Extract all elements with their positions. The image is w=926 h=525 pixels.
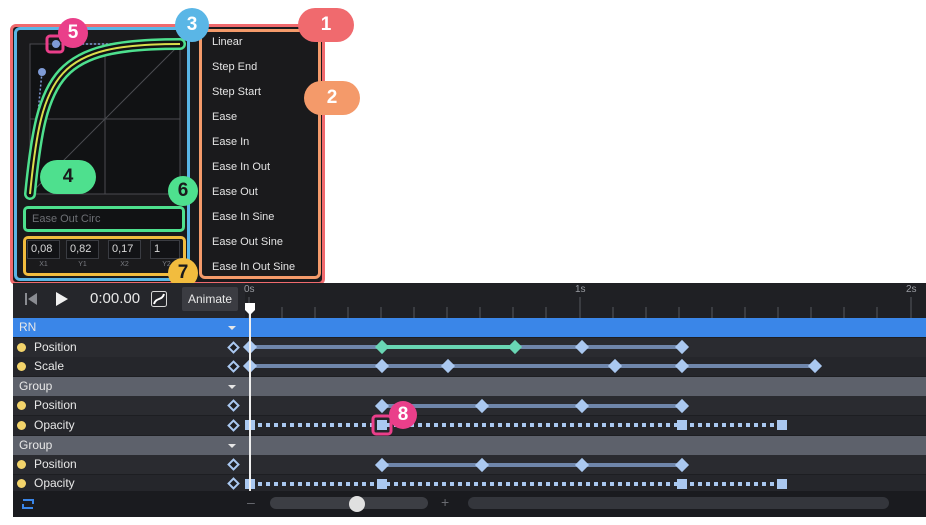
group-label-group: Group [19,379,53,393]
callout-badge-6: 6 [168,176,198,206]
playhead-line[interactable] [249,305,251,491]
x2-label: X2 [120,261,129,268]
preset-ease-in-sine[interactable]: Ease In Sine [212,211,275,223]
group-row-group[interactable] [13,436,926,455]
track-label-scale: Scale [34,359,65,373]
preset-ease-in[interactable]: Ease In [212,136,250,148]
preset-ease-out-sine[interactable]: Ease Out Sine [212,236,283,248]
preset-name-field[interactable]: Ease Out Circ [23,206,185,232]
group-row-group[interactable] [13,377,926,396]
zoom-slider-thumb[interactable] [349,496,365,512]
ruler-label-0s: 0s [244,284,255,295]
animate-button[interactable]: Animate [182,287,238,311]
bezier-values-box [23,236,186,276]
lightbulb-icon[interactable] [17,421,26,430]
curve-editor-panel [14,27,190,281]
collapse-chevron-icon[interactable] [228,444,236,448]
easing-curve-icon[interactable] [151,291,167,307]
zoom-out-button[interactable]: – [247,494,255,510]
preset-list-panel [199,29,321,279]
y2-label: Y2 [162,261,171,268]
lightbulb-icon[interactable] [17,343,26,352]
collapse-chevron-icon[interactable] [228,385,236,389]
lightbulb-icon[interactable] [17,401,26,410]
callout-badge-4: 4 [40,160,96,194]
track-label-position: Position [34,398,77,412]
group-label-rn: RN [19,320,37,334]
track-label-position: Position [34,340,77,354]
lightbulb-icon[interactable] [17,362,26,371]
callout-badge-8: 8 [389,401,417,429]
track-label-opacity: Opacity [34,418,75,432]
x1-label: X1 [39,261,48,268]
track-label-position: Position [34,457,77,471]
loop-icon[interactable] [20,498,36,510]
y1-input[interactable]: 0,82 [66,240,99,259]
playhead-handle-icon[interactable] [244,302,256,316]
lightbulb-icon[interactable] [17,479,26,488]
time-ruler[interactable] [245,283,926,318]
preset-step-end[interactable]: Step End [212,61,258,73]
callout-badge-2: 2 [304,81,360,115]
keyframe-tracks[interactable] [240,318,926,491]
y2-input[interactable]: 1 [150,240,180,259]
skip-to-start-icon[interactable] [24,292,38,306]
track-label-opacity: Opacity [34,476,75,490]
ruler-label-1s: 1s [575,284,586,295]
group-row-rn[interactable] [13,318,926,337]
callout-badge-1: 1 [298,8,354,42]
x2-input[interactable]: 0,17 [108,240,141,259]
callout-badge-3: 3 [175,8,209,42]
lightbulb-icon[interactable] [17,460,26,469]
preset-ease[interactable]: Ease [212,111,238,123]
preset-step-start[interactable]: Step Start [212,86,261,98]
time-readout: 0:00.00 [90,290,141,307]
y1-label: Y1 [78,261,87,268]
callout-badge-5: 5 [58,18,88,48]
preset-ease-out[interactable]: Ease Out [212,186,258,198]
preset-linear[interactable]: Linear [212,36,243,48]
ruler-label-2s: 2s [906,284,917,295]
collapse-chevron-icon[interactable] [228,326,236,330]
preset-ease-in-out[interactable]: Ease In Out [212,161,271,173]
play-icon[interactable] [55,292,69,306]
zoom-in-button[interactable]: + [441,494,450,510]
x1-input[interactable]: 0,08 [27,240,60,259]
group-label-group: Group [19,438,53,452]
preset-ease-in-out-sine[interactable]: Ease In Out Sine [212,261,296,273]
horizontal-scrollbar[interactable] [468,497,889,509]
